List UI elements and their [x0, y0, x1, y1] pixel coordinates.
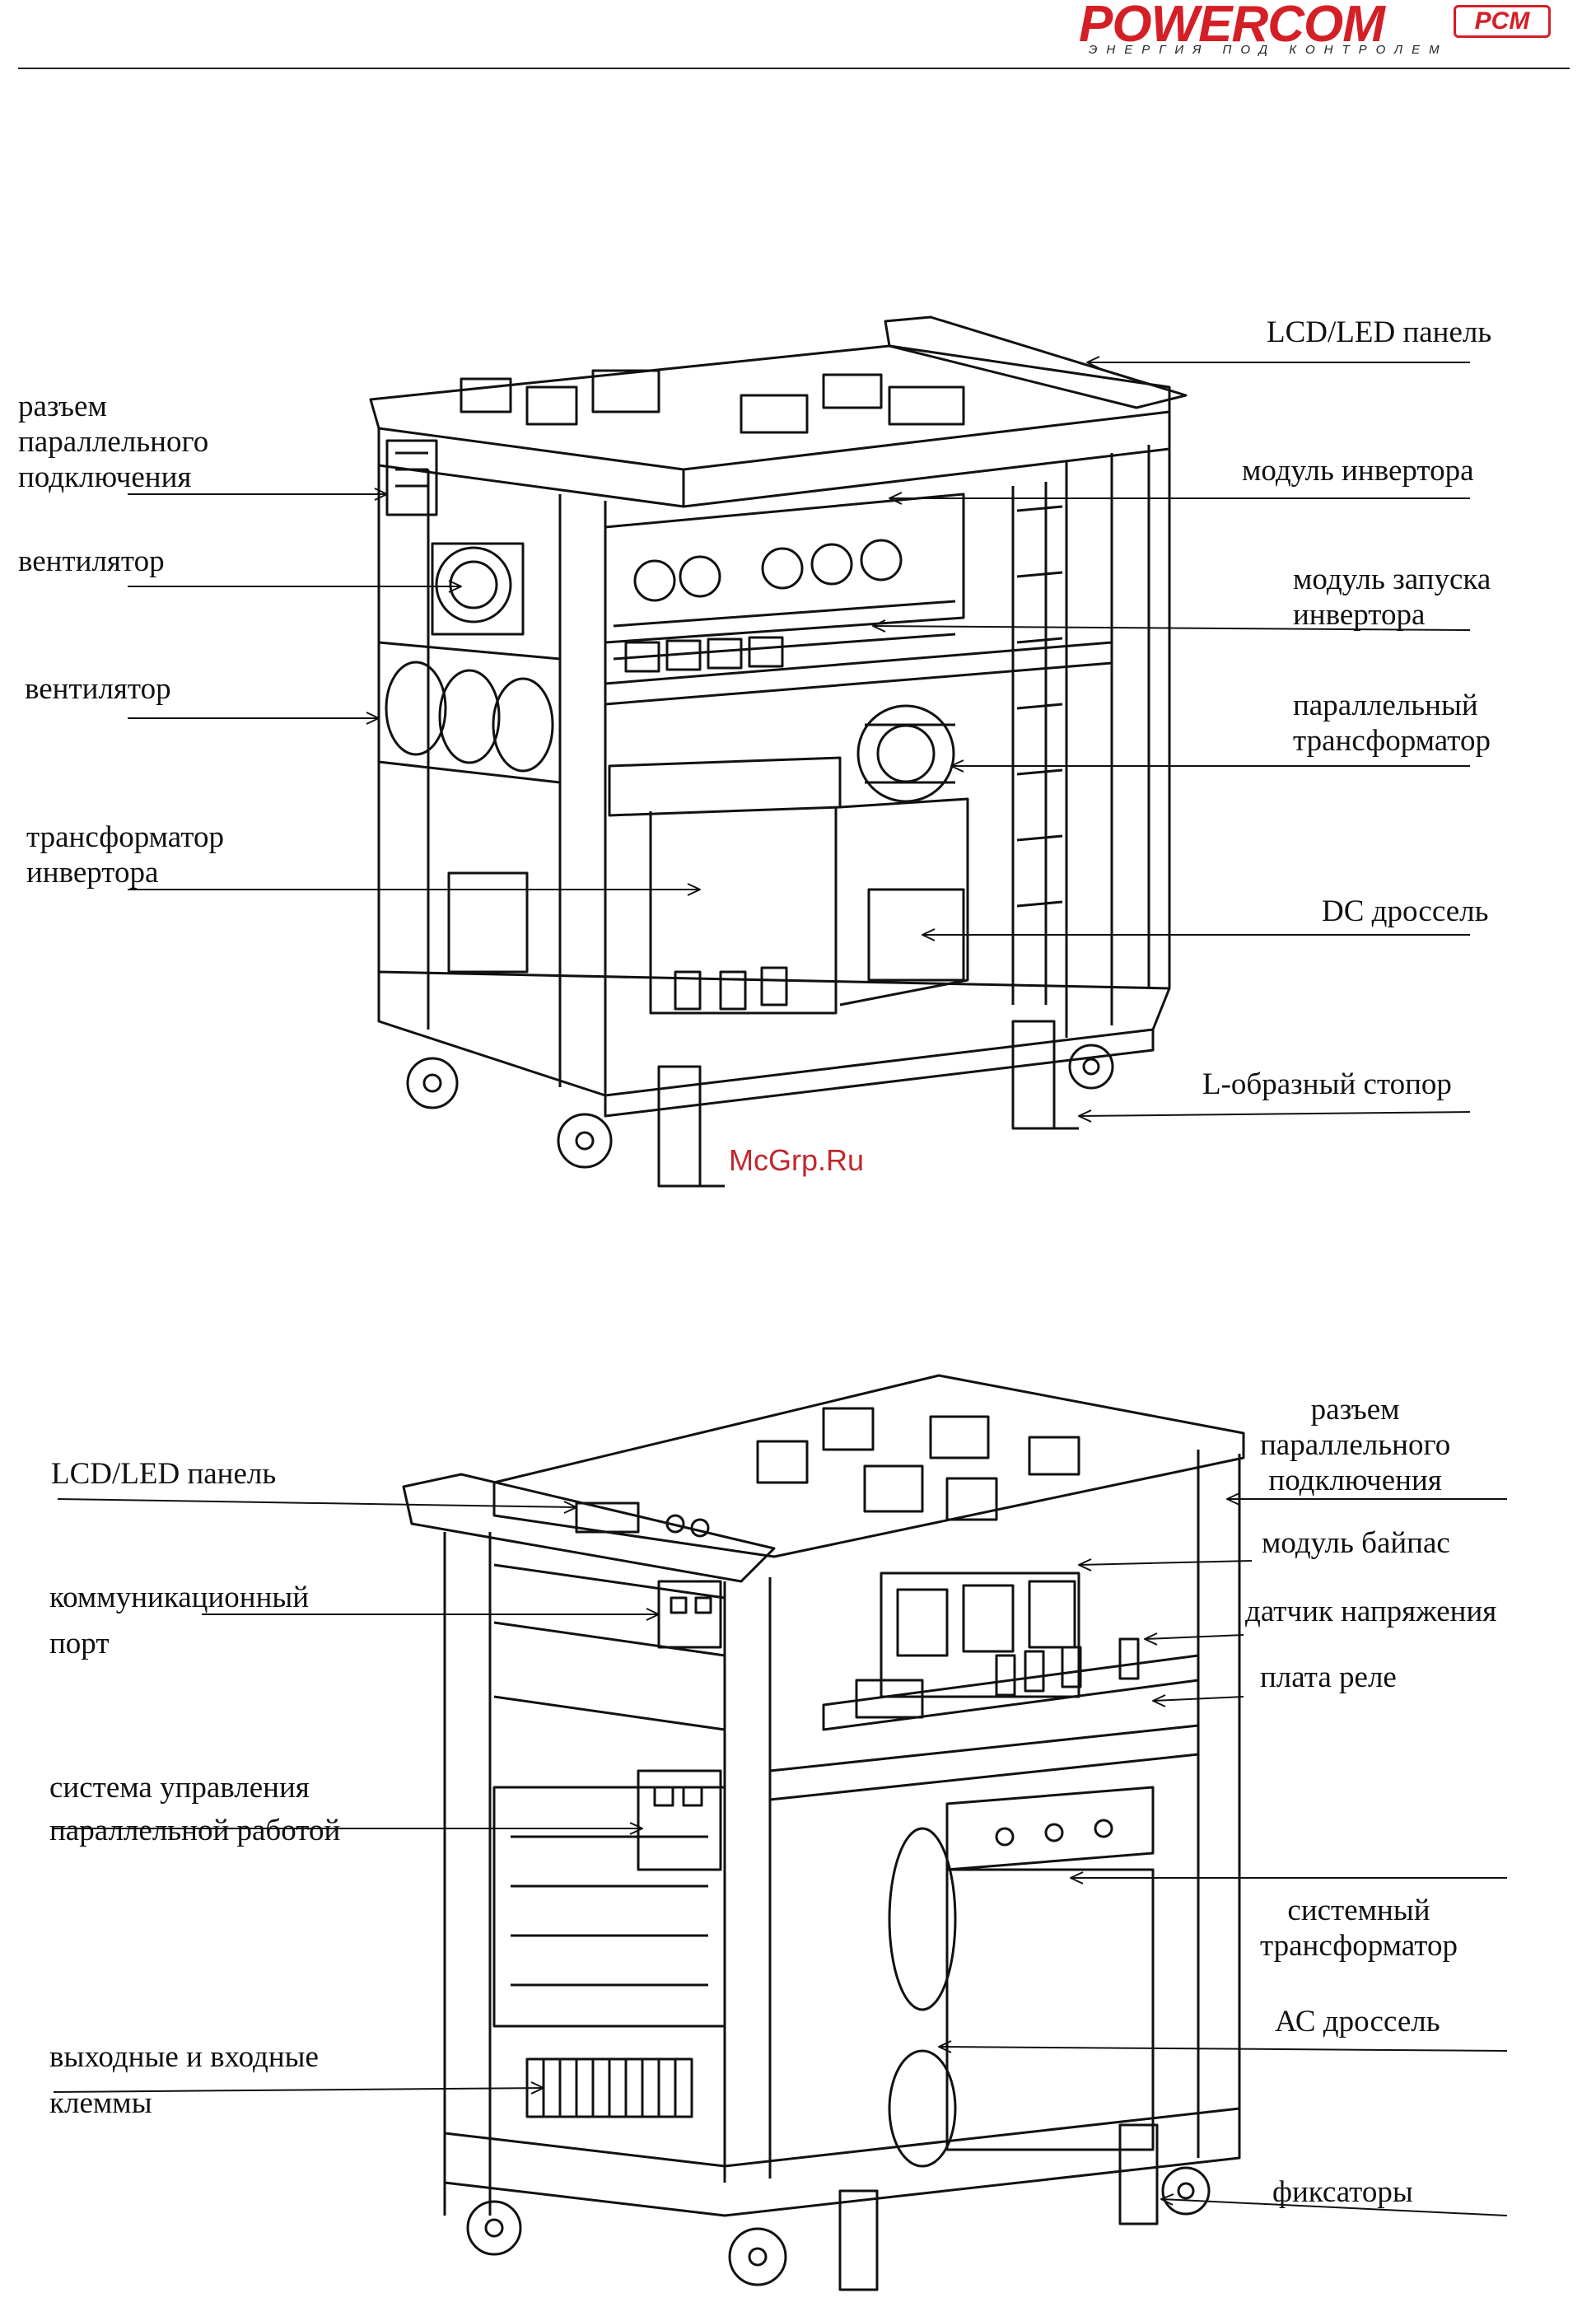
brand-name: POWERCOM	[1079, 0, 1385, 53]
label-dc-choke: DC дроссель	[1322, 894, 1489, 928]
label-parallel-transformer: параллельный трансформатор	[1293, 689, 1491, 758]
label-fan-top: вентилятор	[18, 544, 165, 578]
cabinet-front-illustration	[53, 1374, 1508, 2291]
label-terminals: выходные и входные клеммы	[49, 2040, 319, 2120]
label-lcd-panel-2: LCD/LED панель	[51, 1457, 277, 1491]
label-inverter-module: модуль инвертора	[1242, 454, 1474, 488]
label-comm-port: коммуникационный порт	[49, 1581, 310, 1660]
cabinet-rear-illustration	[128, 315, 1471, 1188]
label-ac-choke: АС дроссель	[1275, 2005, 1440, 2038]
label-inverter-start-module: модуль запуска инвертора	[1293, 563, 1491, 632]
label-parallel-control: система управления параллельной работой	[49, 1771, 341, 1847]
label-voltage-sensor: датчик напряжения	[1245, 1595, 1497, 1628]
label-parallel-connector-2: разъем параллельного подключения	[1260, 1393, 1451, 1497]
label-bypass-module: модуль байпас	[1262, 1526, 1450, 1560]
label-inverter-transformer: трансформатор инвертора	[26, 820, 224, 890]
label-lcd-panel: LCD/LED панель	[1267, 315, 1492, 349]
label-system-transformer: системный трансформатор	[1260, 1894, 1458, 1963]
label-parallel-connector: разъем параллельного подключения	[18, 390, 209, 494]
watermark: McGrp.Ru	[729, 1143, 865, 1177]
label-l-stopper: L-образный стопор	[1202, 1067, 1452, 1101]
label-relay-board: плата реле	[1260, 1660, 1397, 1694]
label-fixators: фиксаторы	[1272, 2175, 1413, 2209]
brand-badge: PCM	[1454, 5, 1551, 38]
label-fan-middle: вентилятор	[25, 672, 171, 706]
header-divider	[18, 68, 1570, 69]
diagram-front-view: LCD/LED панель разъем параллельного подк…	[0, 1343, 1596, 2298]
diagram-rear-view: LCD/LED панель разъем параллельного подк…	[0, 297, 1596, 1227]
brand-tagline: ЭНЕРГИЯ ПОД КОНТРОЛЕМ	[1089, 43, 1449, 57]
